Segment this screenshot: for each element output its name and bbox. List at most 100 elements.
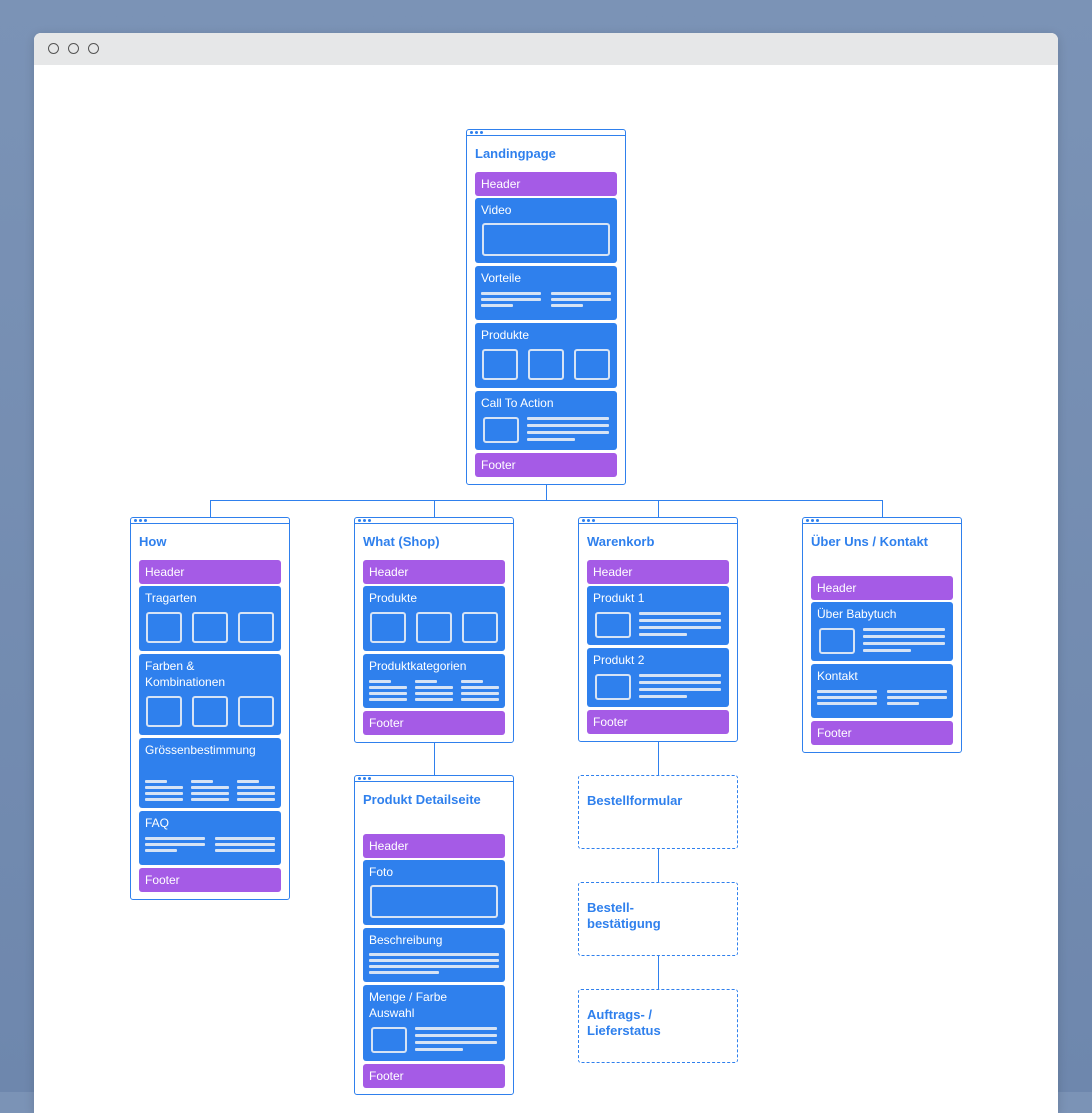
section-label: Tragarten [145, 591, 197, 605]
page-card-ueber-uns-kontakt[interactable]: Über Uns / Kontakt Header Über Babytuch … [802, 517, 962, 753]
section-kontakt[interactable]: Kontakt [811, 664, 953, 718]
section-label: Menge / Farbe Auswahl [369, 990, 448, 1020]
page-card-bestellformular[interactable]: Bestellformular [578, 775, 738, 849]
text-line [369, 686, 407, 689]
page-window-bar [131, 518, 289, 524]
section-label: Header [145, 565, 185, 579]
text-line [415, 686, 453, 689]
product-placeholder [482, 349, 518, 380]
page-card-warenkorb[interactable]: Warenkorb Header Produkt 1 Produkt 2 Foo… [578, 517, 738, 742]
section-foto[interactable]: Foto [363, 860, 505, 925]
text-line [369, 680, 391, 683]
section-footer[interactable]: Footer [139, 868, 281, 892]
section-label: Produkte [369, 591, 418, 605]
page-title: What (Shop) [363, 534, 440, 549]
section-header[interactable]: Header [587, 560, 729, 584]
section-vorteile[interactable]: Vorteile [475, 266, 617, 320]
section-call-to-action[interactable]: Call To Action [475, 391, 617, 450]
image-placeholder [192, 696, 228, 727]
section-groessenbestimmung[interactable]: Grössenbestimmung [139, 738, 281, 808]
text-line [369, 698, 407, 701]
section-footer[interactable]: Footer [587, 710, 729, 734]
section-footer[interactable]: Footer [363, 1064, 505, 1088]
section-label: Footer [817, 726, 852, 740]
text-line [863, 635, 945, 638]
text-line [817, 696, 877, 699]
section-ueber-babytuch[interactable]: Über Babytuch [811, 602, 953, 661]
window-circle-icon[interactable] [68, 43, 79, 54]
text-line [215, 849, 275, 852]
text-line [887, 702, 919, 705]
section-footer[interactable]: Footer [363, 711, 505, 735]
section-beschreibung[interactable]: Beschreibung [363, 928, 505, 982]
text-line [481, 292, 541, 295]
section-label: Header [817, 581, 857, 595]
image-placeholder [146, 612, 182, 643]
video-placeholder [482, 223, 610, 256]
page-window-bar [355, 776, 513, 782]
page-card-what-shop[interactable]: What (Shop) Header Produkte Produktkateg… [354, 517, 514, 743]
section-header[interactable]: Header [363, 560, 505, 584]
text-line [415, 698, 453, 701]
text-line [145, 786, 183, 789]
section-label: Footer [369, 716, 404, 730]
section-footer[interactable]: Footer [811, 721, 953, 745]
image-placeholder [595, 612, 631, 638]
section-label: Foto [369, 865, 394, 879]
page-title: How [139, 534, 167, 549]
text-line [145, 849, 177, 852]
section-label: Über Babytuch [817, 607, 897, 621]
section-produkt-2[interactable]: Produkt 2 [587, 648, 729, 707]
section-header[interactable]: Header [363, 834, 505, 858]
text-line [415, 692, 453, 695]
page-card-produkt-detailseite[interactable]: Produkt Detailseite Header Foto Beschrei… [354, 775, 514, 1095]
text-line [481, 304, 513, 307]
section-label: Grössenbestimmung [145, 743, 256, 757]
text-line [639, 674, 721, 677]
text-line [369, 692, 407, 695]
section-farben-kombinationen[interactable]: Farben & Kombinationen [139, 654, 281, 735]
section-produkt-1[interactable]: Produkt 1 [587, 586, 729, 645]
section-video[interactable]: Video [475, 198, 617, 263]
section-header[interactable]: Header [475, 172, 617, 196]
text-line [527, 438, 575, 441]
text-line [237, 792, 275, 795]
text-line [461, 686, 499, 689]
page-card-bestellbestaetigung[interactable]: Bestell- bestätigung [578, 882, 738, 956]
section-faq[interactable]: FAQ [139, 811, 281, 865]
section-label: Produkt 1 [593, 591, 645, 605]
section-menge-farbe-auswahl[interactable]: Menge / Farbe Auswahl [363, 985, 505, 1061]
text-line [639, 612, 721, 615]
image-placeholder [595, 674, 631, 700]
text-line [639, 626, 721, 629]
sitemap-canvas: Landingpage Header Video Vorteile Produk… [34, 65, 1058, 1113]
title-bar [34, 33, 1058, 65]
section-label: Vorteile [481, 271, 522, 285]
text-line [461, 692, 499, 695]
image-placeholder [819, 628, 855, 654]
page-card-auftrags-lieferstatus[interactable]: Auftrags- / Lieferstatus [578, 989, 738, 1063]
window-circle-icon[interactable] [48, 43, 59, 54]
image-placeholder [192, 612, 228, 643]
page-title: Produkt Detailseite [363, 792, 481, 807]
section-label: Header [369, 839, 409, 853]
section-tragarten[interactable]: Tragarten [139, 586, 281, 651]
text-line [369, 971, 439, 974]
page-card-how[interactable]: How Header Tragarten Farben & Kombinatio… [130, 517, 290, 900]
product-placeholder [462, 612, 498, 643]
text-line [237, 798, 275, 801]
section-label: Produkt 2 [593, 653, 645, 667]
section-footer[interactable]: Footer [475, 453, 617, 477]
text-line [639, 619, 721, 622]
section-produkte[interactable]: Produkte [363, 586, 505, 651]
window-circle-icon[interactable] [88, 43, 99, 54]
section-produktkategorien[interactable]: Produktkategorien [363, 654, 505, 708]
section-label: Video [481, 203, 512, 217]
section-header[interactable]: Header [139, 560, 281, 584]
page-card-landingpage[interactable]: Landingpage Header Video Vorteile Produk… [466, 129, 626, 485]
section-header[interactable]: Header [811, 576, 953, 600]
section-produkte[interactable]: Produkte [475, 323, 617, 388]
text-line [551, 298, 611, 301]
page-title: Landingpage [475, 146, 556, 161]
text-line [237, 780, 259, 783]
